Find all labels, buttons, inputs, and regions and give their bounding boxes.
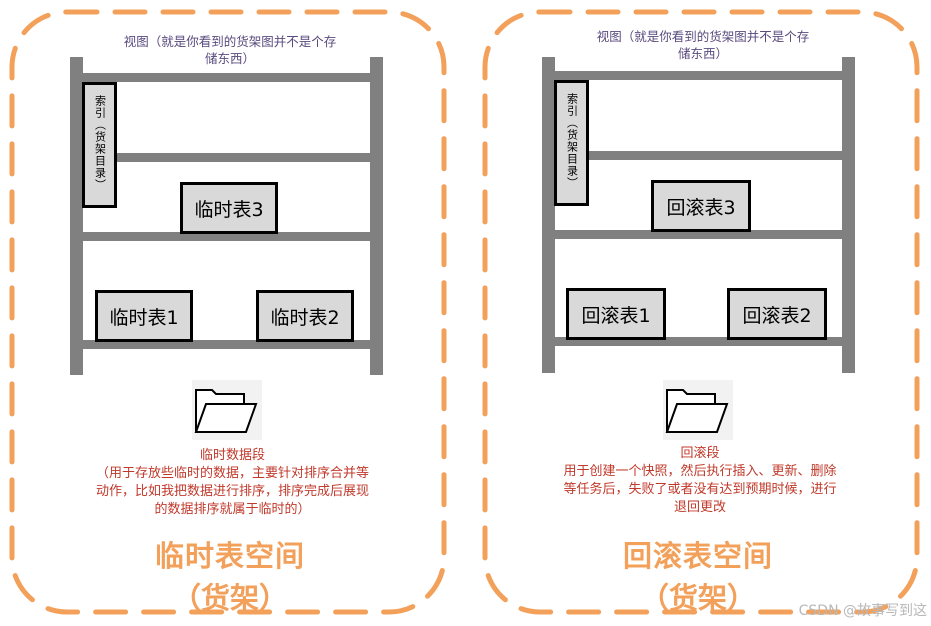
shelf-beam (542, 337, 855, 346)
desc-line: （用于存放些临时的数据，主要针对排序合并等 (95, 466, 369, 481)
shelf-post-right (842, 57, 855, 373)
rollback-tablespace-panel: 视图（就是你看到的货架图并不是个存 储东西） 索引（货架目录） 回滚表3 回滚表… (473, 0, 931, 626)
shelf-beam (542, 230, 855, 239)
view-caption: 视图（就是你看到的货架图并不是个存 储东西） (533, 28, 873, 62)
shelf-beam (70, 340, 383, 349)
desc-heading: 回滚段 (680, 446, 720, 461)
rollback-table-3: 回滚表3 (651, 180, 751, 232)
folder-icon (663, 380, 733, 440)
tablespace-subtitle: （货架） (171, 581, 288, 615)
temp-segment-description: 临时数据段 （用于存放些临时的数据，主要针对排序合并等 动作，比如我把数据进行排… (60, 447, 405, 519)
temp-table-1: 临时表1 (95, 290, 193, 342)
rollback-table-1: 回滚表1 (566, 288, 666, 340)
index-label: 索引（货架目录） (565, 93, 579, 189)
temp-table-3: 临时表3 (180, 182, 278, 234)
shelf-post-right (370, 57, 383, 375)
index-catalog-box: 索引（货架目录） (554, 80, 589, 206)
desc-line: 的数据排序就属于临时的） (154, 502, 311, 517)
view-caption-line2: 储东西） (677, 46, 728, 61)
rollback-table-2: 回滚表2 (727, 288, 827, 340)
tablespace-title: 临时表空间 (154, 539, 305, 573)
dashed-border (9, 9, 447, 615)
shelf-beam (542, 71, 855, 80)
view-caption-line2: 储东西） (204, 51, 255, 66)
shelf-beam (542, 151, 855, 160)
desc-line: 退回更改 (673, 500, 726, 515)
temp-table-2: 临时表2 (256, 290, 354, 342)
folder-icon (192, 380, 262, 440)
tablespace-subtitle: （货架） (639, 581, 756, 615)
view-caption-line1: 视图（就是你看到的货架图并不是个存 (596, 29, 810, 44)
view-caption-line1: 视图（就是你看到的货架图并不是个存 (123, 34, 337, 49)
watermark: CSDN @故事写到这 (798, 603, 927, 619)
view-caption: 视图（就是你看到的货架图并不是个存 储东西） (60, 33, 400, 67)
shelf-beam (70, 153, 383, 162)
shelf-beam (70, 232, 383, 241)
desc-line: 等任务后，失败了或者没有达到预期时候，进行 (563, 482, 837, 497)
shelf-beam (70, 73, 383, 82)
index-label: 索引（货架目录） (93, 95, 107, 191)
desc-heading: 临时数据段 (199, 448, 265, 463)
rollback-segment-description: 回滚段 用于创建一个快照，然后执行插入、更新、删除 等任务后，失败了或者没有达到… (525, 445, 875, 517)
dashed-border (482, 9, 920, 615)
desc-line: 动作，比如我把数据进行排序，排序完成后展现 (95, 484, 369, 499)
temp-tablespace-panel: 视图（就是你看到的货架图并不是个存 储东西） 索引（货架目录） 临时表3 临时表… (0, 0, 465, 626)
shelf-post-left (70, 57, 83, 375)
tablespace-title: 回滚表空间 (622, 539, 773, 573)
index-catalog-box: 索引（货架目录） (82, 82, 117, 208)
shelf-post-left (542, 57, 555, 373)
desc-line: 用于创建一个快照，然后执行插入、更新、删除 (563, 464, 837, 479)
